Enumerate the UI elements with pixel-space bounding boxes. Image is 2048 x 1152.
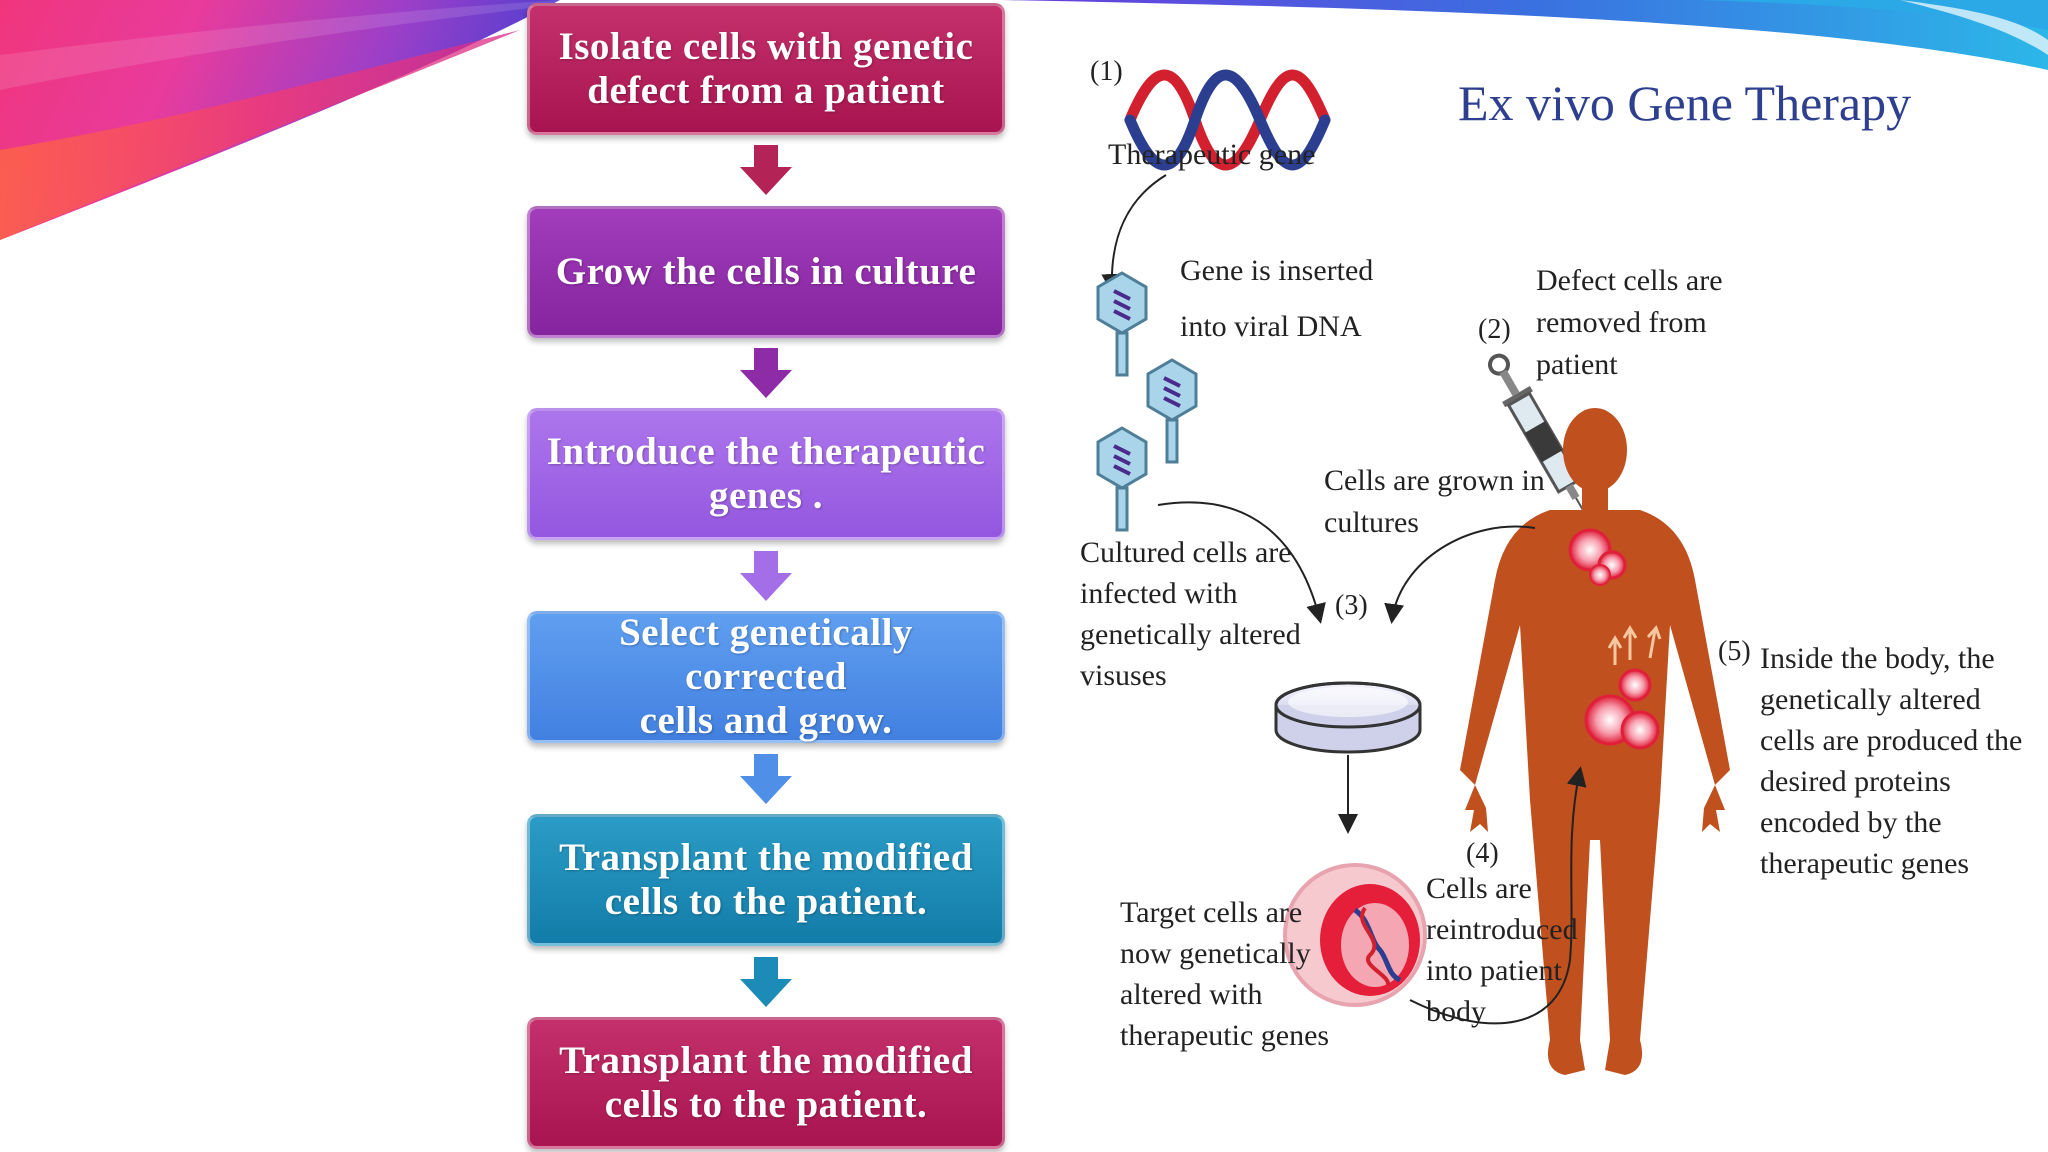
down-arrow-icon [740,145,792,195]
target-cells-text: altered with [1120,978,1262,1011]
cultured-cells-text: visuses [1080,659,1167,692]
down-arrow-icon [740,348,792,398]
down-arrow-icon [740,957,792,1007]
flow-step-label: Select genetically corrected cells and g… [619,611,913,742]
target-cells-text: Target cells are [1120,896,1302,929]
cultured-cells-text: Cultured cells are [1080,536,1292,569]
gene-inserted-text: into viral DNA [1180,310,1362,343]
target-cells-text: therapeutic genes [1120,1019,1329,1052]
inside-body-text: Inside the body, the [1760,642,1995,675]
step-number-1: (1) [1090,56,1123,87]
inside-body-text: genetically altered [1760,683,1981,716]
down-arrow-icon [740,551,792,601]
ex-vivo-diagram: Ex vivo Gene Therapy (1) Therapeutic gen… [1080,56,2022,1075]
inside-body-text: therapeutic genes [1760,847,1969,880]
reintroduced-text: Cells are [1426,872,1532,905]
dna-helix-icon [1124,69,1331,171]
flow-step-transplant-final: Transplant the modified cells to the pat… [527,1017,1005,1149]
defect-cells-text: removed from [1536,306,1707,339]
flow-step-label: Transplant the modified cells to the pat… [559,836,973,923]
blood-cell-icon [1568,528,1660,750]
flow-step-label: Transplant the modified cells to the pat… [559,1039,973,1126]
flow-step-introduce: Introduce the therapeutic genes . [527,408,1005,540]
flow-step-label: Grow the cells in culture [555,250,977,293]
flow-step-isolate: Isolate cells with genetic defect from a… [527,3,1005,135]
human-body-figure [1460,408,1730,1075]
flow-step-label: Isolate cells with genetic defect from a… [558,25,974,112]
cultured-cells-text: genetically altered [1080,618,1301,651]
cells-grown-text: Cells are grown in [1324,464,1545,497]
altered-cell-icon [1283,863,1427,1007]
flow-step-grow: Grow the cells in culture [527,206,1005,338]
gene-inserted-text: Gene is inserted [1180,254,1373,287]
cultured-cells-text: infected with [1080,577,1237,610]
step-number-3: (3) [1335,590,1368,621]
step-number-5: (5) [1718,636,1751,667]
step-number-4: (4) [1466,838,1499,869]
up-arrows-icon [1607,625,1662,665]
flow-step-select: Select genetically corrected cells and g… [527,611,1005,743]
flow-step-label: Introduce the therapeutic genes . [546,430,986,517]
petri-dish-icon [1274,681,1422,754]
virus-icon [1096,426,1148,532]
virus-icon [1096,271,1148,377]
reintroduced-text: reintroduced [1426,913,1578,946]
step-number-2: (2) [1478,314,1511,345]
flow-step-transplant: Transplant the modified cells to the pat… [527,814,1005,946]
therapeutic-gene-label: Therapeutic gene [1108,138,1315,171]
defect-cells-text: patient [1536,348,1618,381]
inside-body-text: encoded by the [1760,806,1942,839]
diagram-title: Ex vivo Gene Therapy [1458,75,1911,131]
virus-icon [1146,358,1198,464]
down-arrow-icon [740,754,792,804]
target-cells-text: now genetically [1120,937,1311,970]
inside-body-text: cells are produced the [1760,724,2022,757]
inside-body-text: desired proteins [1760,765,1951,798]
reintroduced-text: into patient [1426,954,1562,987]
defect-cells-text: Defect cells are [1536,264,1723,297]
cells-grown-text: cultures [1324,506,1419,539]
